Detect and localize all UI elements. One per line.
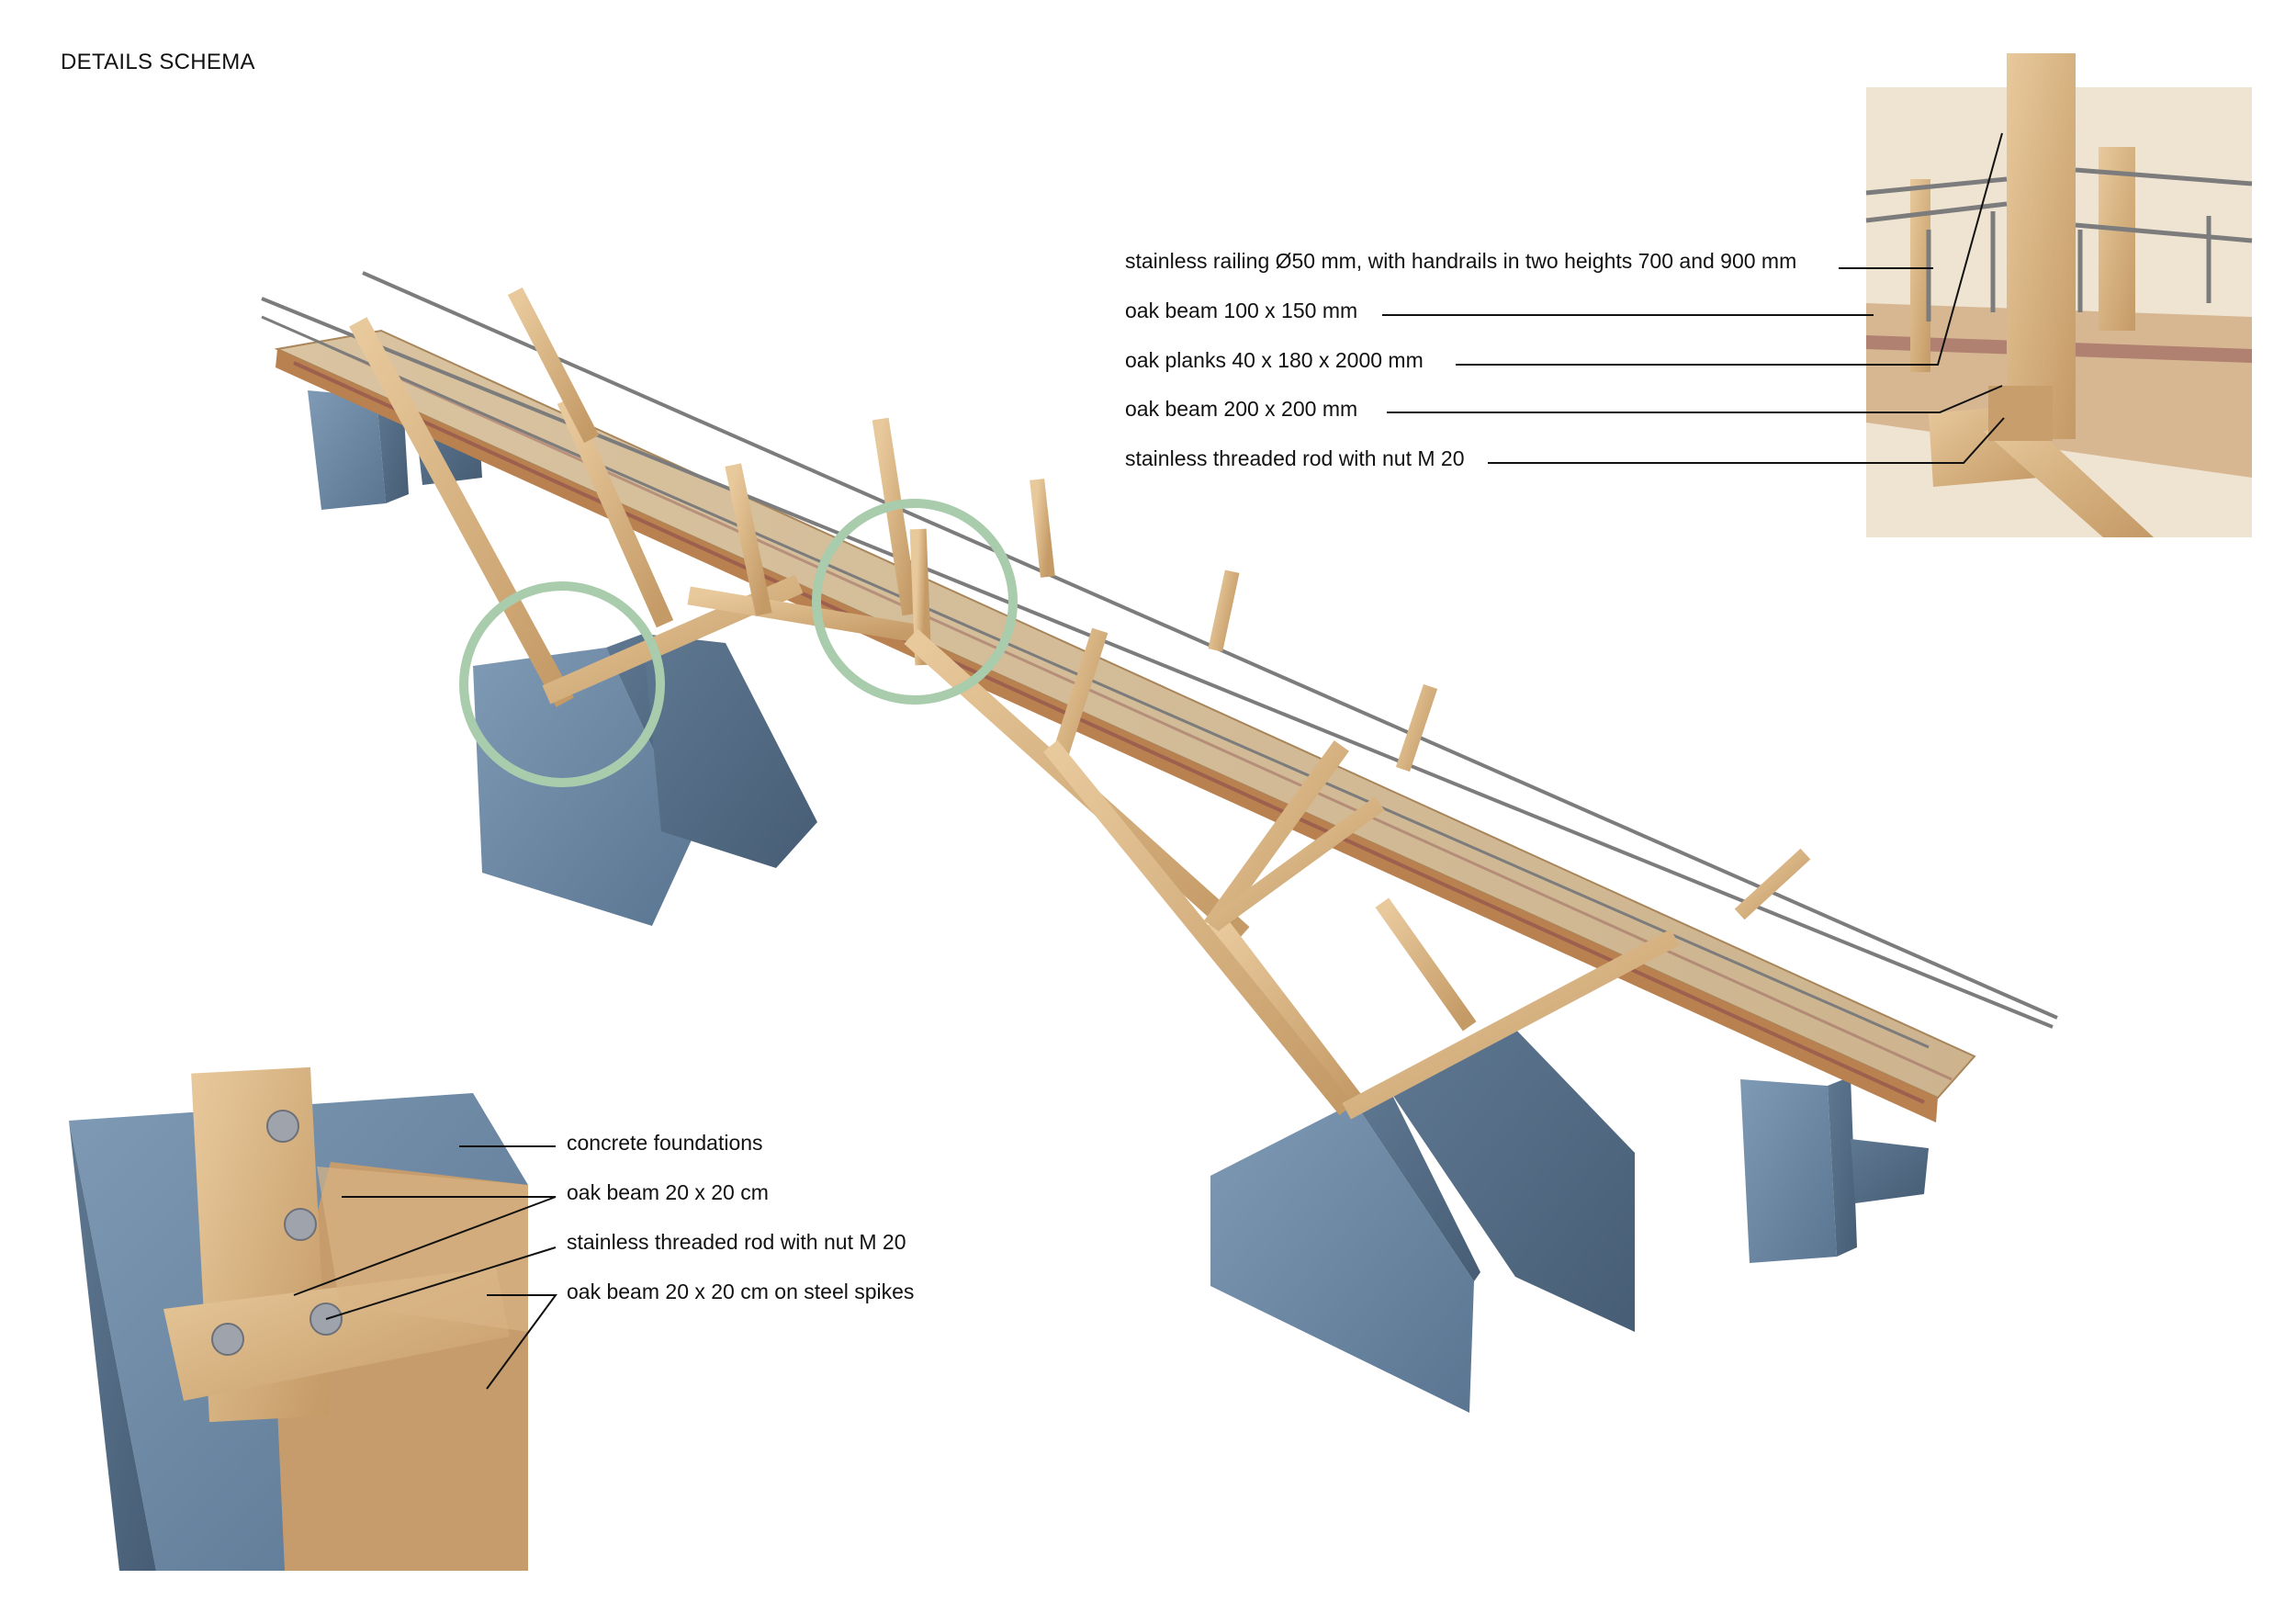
label-oak-beam-steel-spikes: oak beam 20 x 20 cm on steel spikes (567, 1280, 915, 1303)
highlight-circle-foundation (459, 581, 665, 787)
timber-struts (349, 287, 1811, 1120)
large-pier-right (1210, 1024, 1635, 1413)
bridge-deck (274, 329, 1976, 1122)
detail-highlight-circles (459, 499, 1018, 787)
label-oak-beam-20x20: oak beam 20 x 20 cm (567, 1180, 769, 1204)
label-oak-beam-100x150: oak beam 100 x 150 mm (1125, 299, 1358, 322)
label-concrete-foundations: concrete foundations (567, 1131, 763, 1155)
label-oak-planks: oak planks 40 x 180 x 2000 mm (1125, 348, 1424, 372)
small-pier-right (1740, 1077, 1929, 1263)
label-threaded-rod-bottom: stainless threaded rod with nut M 20 (567, 1230, 906, 1254)
highlight-circle-railing (812, 499, 1018, 705)
detail-foundation-connection (69, 1066, 557, 1571)
detail-railing-connection (1382, 53, 2253, 537)
detail-top-right-leaders (1382, 132, 2005, 464)
label-railing: stainless railing Ø50 mm, with handrails… (1125, 249, 1797, 273)
large-pier-left (473, 634, 817, 926)
label-oak-beam-200x200: oak beam 200 x 200 mm (1125, 397, 1358, 421)
label-threaded-rod-top: stainless threaded rod with nut M 20 (1125, 446, 1465, 470)
detail-bottom-left-leaders (293, 1145, 557, 1390)
page-title: DETAILS SCHEMA (61, 50, 255, 74)
bridge-main (261, 271, 2058, 1413)
